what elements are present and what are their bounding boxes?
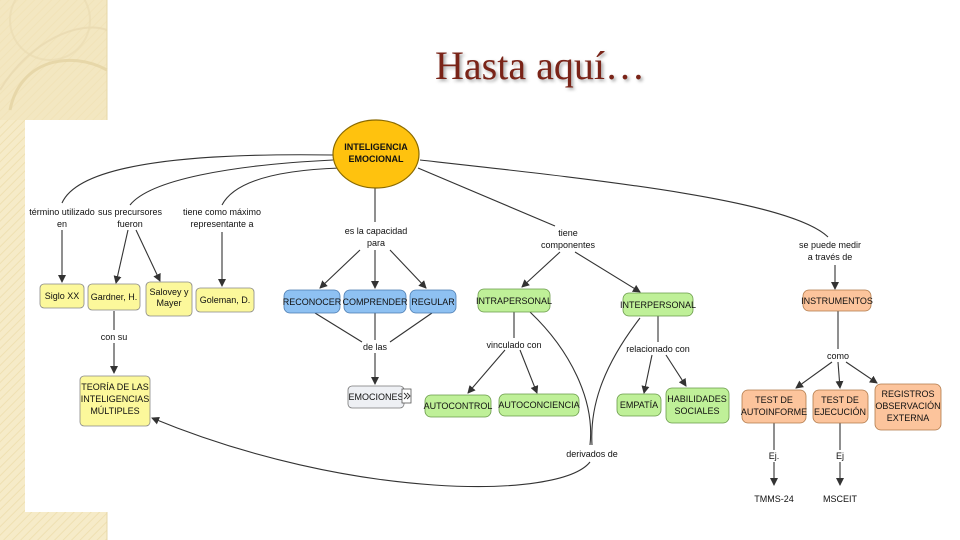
link-label-derivados: derivados de <box>566 449 618 459</box>
link-label-como: como <box>827 351 849 361</box>
concept-node-msceit[interactable]: MSCEIT <box>823 494 858 504</box>
svg-text:EMPATÍA: EMPATÍA <box>620 400 658 410</box>
concept-node-intrapersonal[interactable]: INTRAPERSONAL <box>476 288 552 313</box>
concept-node-regular[interactable]: REGULAR <box>409 289 457 314</box>
concept-node-siglo-xx[interactable]: Siglo XX <box>39 283 85 309</box>
svg-text:Goleman, D.: Goleman, D. <box>200 295 251 305</box>
svg-text:Gardner, H.: Gardner, H. <box>91 292 138 302</box>
link-label-de-las: de las <box>363 342 388 352</box>
svg-text:REGULAR: REGULAR <box>411 297 455 307</box>
concept-node-instrumentos[interactable]: INSTRUMENTOS <box>801 289 873 312</box>
concept-node-autocontrol[interactable]: AUTOCONTROL <box>424 394 493 418</box>
svg-text:INSTRUMENTOS: INSTRUMENTOS <box>801 296 873 306</box>
link-label-ej-2: Ej <box>836 451 844 461</box>
svg-text:AUTOCONCIENCIA: AUTOCONCIENCIA <box>498 400 579 410</box>
concept-node-tmms-24[interactable]: TMMS-24 <box>754 494 794 504</box>
connector-lines <box>58 154 878 488</box>
concept-node-autoconciencia[interactable]: AUTOCONCIENCIA <box>498 393 580 417</box>
concept-node-reconocer[interactable]: RECONOCER <box>283 289 342 314</box>
slide-title: Hasta aquí… <box>435 43 645 88</box>
concept-node-gardner[interactable]: Gardner, H. <box>87 283 141 311</box>
concept-node-goleman[interactable]: Goleman, D. <box>195 287 255 313</box>
concept-node-interpersonal[interactable]: INTERPERSONAL <box>620 292 696 317</box>
svg-text:COMPRENDER: COMPRENDER <box>342 297 408 307</box>
link-label-vinculado: vinculado con <box>486 340 541 350</box>
svg-text:EMOCIONES: EMOCIONES <box>348 392 403 402</box>
concept-node-empatia[interactable]: EMPATÍA <box>616 393 662 417</box>
svg-text:INTRAPERSONAL: INTRAPERSONAL <box>476 296 552 306</box>
link-label-relacionado: relacionado con <box>626 344 690 354</box>
svg-text:INTERPERSONAL: INTERPERSONAL <box>620 300 696 310</box>
expand-icon[interactable] <box>401 388 412 404</box>
svg-text:Siglo XX: Siglo XX <box>45 291 80 301</box>
link-label-ej-1: Ej. <box>769 451 780 461</box>
link-label-con-su: con su <box>101 332 128 342</box>
concept-node-comprender[interactable]: COMPRENDER <box>342 289 408 314</box>
concept-node-emociones[interactable]: EMOCIONES <box>347 385 412 409</box>
svg-text:RECONOCER: RECONOCER <box>283 297 342 307</box>
svg-text:AUTOCONTROL: AUTOCONTROL <box>424 401 493 411</box>
